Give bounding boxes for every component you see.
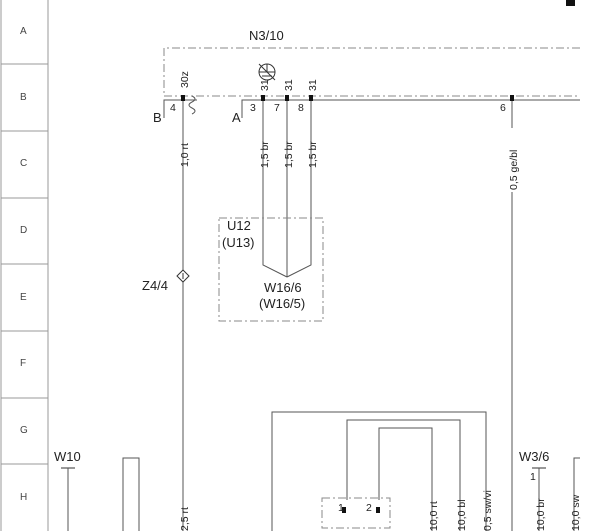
pin-8-signal: 31 (307, 79, 319, 91)
row-label-g: G (20, 425, 28, 436)
pin-3: 3 31 (250, 79, 271, 114)
pin-7-signal: 31 (283, 79, 295, 91)
u13-label: (U13) (222, 235, 255, 250)
wire-outer-loop (271, 411, 487, 531)
row-label-b: B (20, 92, 27, 103)
ground-symbol (258, 63, 276, 81)
row-label-a: A (20, 26, 27, 37)
u12-splice-box (218, 217, 324, 322)
wire-middle-loop (346, 419, 461, 531)
row-label-e: E (20, 292, 27, 303)
pin-3-num: 3 (250, 102, 256, 114)
wire-label-10-0-br: 10,0 br (535, 498, 547, 531)
w16-6-label: W16/6 (264, 280, 302, 295)
ecu-label: N3/10 (249, 28, 284, 43)
wire-1-5-br-a (262, 101, 288, 278)
ecu-boundary (163, 47, 580, 97)
connector-a-label: A (232, 110, 241, 125)
wire-label-1-5-br-b: 1,5 br (283, 141, 295, 168)
w3-6-pin: 1 (530, 471, 536, 483)
component-outline-left (122, 457, 140, 531)
pin-3-signal: 31 (259, 79, 271, 91)
row-label-c: C (20, 158, 27, 169)
w3-6-label: W3/6 (519, 449, 549, 464)
wire-1-5-br-c (286, 101, 312, 278)
w16-5-label: (W16/5) (259, 296, 305, 311)
wire-right-edge (573, 457, 580, 531)
row-ruler: A B C D E F G H (0, 0, 49, 531)
relay-pin-2: 2 (366, 502, 372, 514)
pin-6: 6 (500, 95, 514, 114)
connector-b: B (153, 95, 197, 125)
pin-8: 8 31 (298, 79, 319, 114)
row-label-f: F (20, 358, 26, 369)
wire-label-10-0-bl: 10,0 bl (456, 499, 468, 531)
z4-4-label: Z4/4 (142, 278, 168, 293)
relay-pin-1: 1 (338, 502, 344, 514)
connector-a: A (232, 99, 580, 125)
pin-8-num: 8 (298, 102, 304, 114)
pin-4-num: 4 (170, 102, 176, 114)
wire-label-2-5-rt: 2,5 rt (179, 507, 191, 531)
row-label-h: H (20, 492, 27, 503)
u12-label: U12 (227, 218, 251, 233)
pin-7-num: 7 (274, 102, 280, 114)
pin-6-num: 6 (500, 102, 506, 114)
pin-4: 4 30z (170, 71, 191, 114)
z4-4-splice (176, 269, 190, 283)
wire-inner-loop (378, 427, 433, 531)
row-label-d: D (20, 225, 27, 236)
wire-label-1-5-br-c: 1,5 br (307, 141, 319, 168)
relay-connector (321, 497, 391, 529)
w10-label: W10 (54, 449, 81, 464)
wire-label-1-5-br-a: 1,5 br (259, 141, 271, 168)
wire-label-10-0-rt: 10,0 rt (428, 501, 440, 531)
corner-mark (566, 0, 575, 6)
wire-label-1-0-rt: 1,0 rt (179, 143, 191, 167)
wire-label-0-5-ge-bl: 0,5 ge/bl (508, 150, 520, 190)
pin-7: 7 31 (274, 79, 295, 114)
wire-label-0-5-sw-vi: 0,5 sw/vi (482, 490, 494, 531)
pin-4-signal: 30z (179, 71, 191, 88)
wire-label-10-0-sw: 10,0 sw (570, 494, 582, 531)
connector-b-label: B (153, 110, 162, 125)
